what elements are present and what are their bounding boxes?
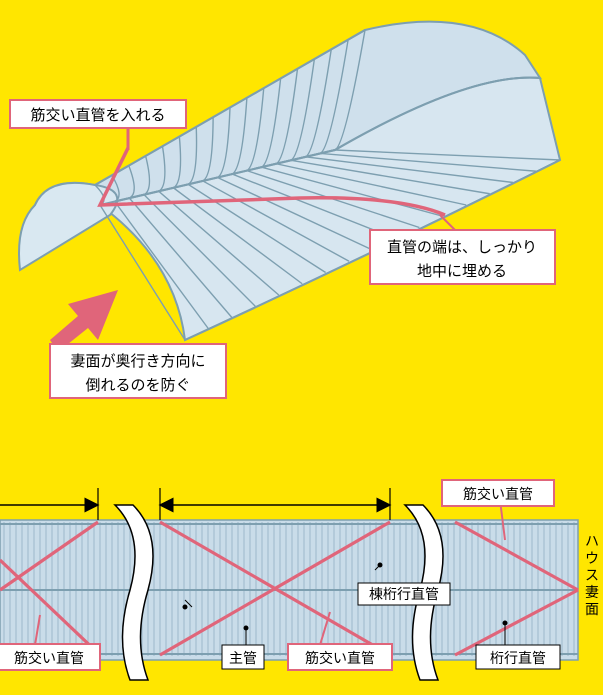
label-brace-top-right: 筋交い直管: [441, 479, 555, 541]
callout-end-line2: 地中に埋める: [417, 262, 507, 280]
greenhouse-gable: [18, 181, 119, 272]
label-brace-bottom-mid-text: 筋交い直管: [305, 650, 375, 667]
break-mark-left: [113, 504, 154, 681]
eave-line: [99, 76, 541, 206]
plan-diagram: 筋交い直管 棟桁行直管 筋交い直管 主管 筋交い直管 桁行直管 ハウス妻面: [0, 479, 599, 681]
label-main-pipe-text: 主管: [229, 651, 257, 667]
label-ridge-pipe-text: 棟桁行直管: [369, 586, 439, 603]
callout-brace-text: 筋交い直管を入れる: [30, 106, 165, 124]
label-brace-bottom-mid: 筋交い直管: [287, 611, 393, 671]
callout-brace: 筋交い直管を入れる: [9, 99, 187, 150]
label-eave-pipe: 桁行直管: [475, 644, 561, 670]
greenhouse-illustration: [18, 20, 562, 352]
label-house-gable: ハウス妻面: [585, 534, 599, 618]
callout-gable-line1: 妻面が奥行き方向に: [70, 352, 205, 370]
label-eave-pipe-text: 桁行直管: [490, 650, 546, 667]
pointer-dots: [182, 562, 508, 645]
label-brace-bottom-left: 筋交い直管: [0, 614, 101, 671]
callout-gable: 妻面が奥行き方向に 倒れるのを防ぐ: [49, 343, 227, 399]
label-brace-top-right-text: 筋交い直管: [463, 486, 533, 503]
gable-push-arrow: [50, 290, 118, 352]
ridge-line: [94, 29, 366, 186]
callout-end-line1: 直管の端は、しっかり: [387, 238, 537, 256]
label-brace-bottom-left-text: 筋交い直管: [14, 650, 84, 667]
plan-braces: [0, 520, 579, 657]
brace-pipe: [97, 147, 446, 217]
label-main-pipe: 主管: [221, 644, 265, 670]
callout-end: 直管の端は、しっかり 地中に埋める: [369, 214, 556, 285]
label-ridge-pipe: 棟桁行直管: [357, 582, 451, 606]
callout-gable-line2: 倒れるのを防ぐ: [85, 376, 190, 394]
